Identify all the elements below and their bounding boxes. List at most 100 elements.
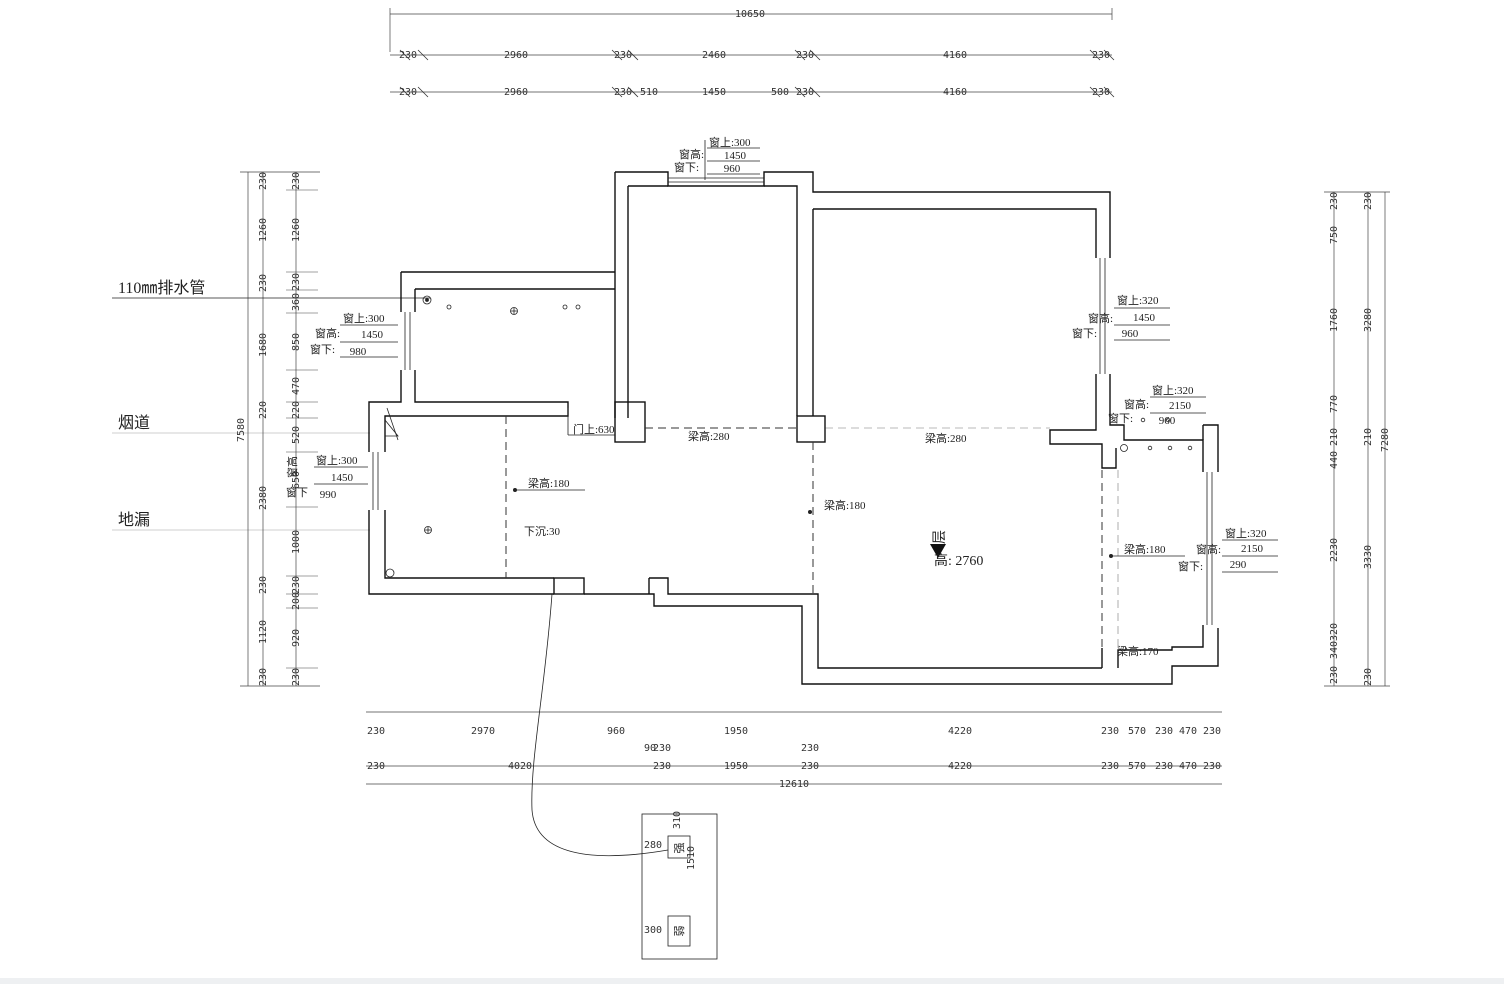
- strong-box-label: 强: [674, 843, 686, 854]
- bot-r2-8: 230: [1155, 761, 1173, 772]
- wlu-d: 980: [350, 346, 367, 358]
- right-o-2: 210: [1363, 428, 1374, 446]
- wll-h-label: 窗高: [285, 456, 299, 478]
- bot-r2-6: 230: [1101, 761, 1119, 772]
- level-triangle-icon: [930, 544, 946, 558]
- left-o-4: 220: [258, 401, 269, 419]
- beam-lines: [505, 416, 1119, 648]
- bot-r1-1: 2970: [471, 726, 495, 737]
- beam-280-b: 梁高:280: [925, 431, 967, 445]
- walls: [368, 171, 1219, 685]
- top-r2-3: 510: [640, 87, 658, 98]
- wru-up: 窗上:320: [1117, 293, 1159, 307]
- left-o-0: 230: [258, 172, 269, 190]
- top-r2-6: 230: [796, 87, 814, 98]
- wt-h-label: 窗高:: [679, 147, 704, 161]
- bot-r2-0: 230: [367, 761, 385, 772]
- bot-r1-2: 960: [607, 726, 625, 737]
- right-i-3: 770: [1329, 395, 1340, 413]
- left-i-4: 850: [291, 333, 302, 351]
- left-o-2: 230: [258, 274, 269, 292]
- beam-170: 梁高:170: [1117, 644, 1159, 658]
- top-r1-0: 230: [399, 50, 417, 61]
- wru-h-label: 窗高:: [1088, 311, 1113, 325]
- window-right-upper-annotation: 窗上:320 窗高: 1450 窗下: 960: [1072, 293, 1170, 341]
- right-i-0: 230: [1329, 192, 1340, 210]
- top-r2-1: 2960: [504, 87, 528, 98]
- right-dimension-total: 7280: [1380, 192, 1391, 686]
- flue-label: 烟道: [118, 414, 150, 432]
- column-west: [614, 401, 646, 443]
- wll-d: 990: [320, 489, 337, 501]
- floor-height-value: 高: 2760: [934, 552, 983, 569]
- right-o-1: 3280: [1363, 308, 1374, 332]
- wru-h: 1450: [1133, 312, 1156, 324]
- bot-r2-7: 570: [1128, 761, 1146, 772]
- top-r1-2: 230: [614, 50, 632, 61]
- wru-d-label: 窗下:: [1072, 326, 1097, 340]
- wrm-d-label: 窗下:: [1108, 411, 1133, 425]
- window-left-lower-annotation: 窗上:300 窗高 1450 窗下 990: [285, 453, 368, 501]
- floor-height-marker: 层 高: 2760: [930, 530, 983, 569]
- bot-r1-3: 90: [644, 743, 656, 754]
- left-i-13: 230: [291, 668, 302, 686]
- left-o-7: 1120: [258, 620, 269, 644]
- left-o-1: 1260: [258, 218, 269, 242]
- beam-180-c: 梁高:180: [1124, 542, 1166, 556]
- left-o-6: 230: [258, 576, 269, 594]
- left-i-7: 520: [291, 426, 302, 444]
- right-o-0: 230: [1363, 192, 1374, 210]
- bot-r1-0: 230: [367, 726, 385, 737]
- right-i-7: 340: [1329, 641, 1340, 659]
- left-o-8: 230: [258, 668, 269, 686]
- box-280: 280: [644, 840, 662, 851]
- top-total-label: 10650: [735, 9, 765, 20]
- left-i-8: 650: [291, 471, 302, 489]
- left-o-3: 1680: [258, 333, 269, 357]
- top-r2-4: 1450: [702, 87, 726, 98]
- top-r1-4: 230: [796, 50, 814, 61]
- right-i-2: 1760: [1329, 308, 1340, 332]
- wrl-d: 290: [1230, 559, 1247, 571]
- right-i-1: 750: [1329, 226, 1340, 244]
- window-openings: [372, 177, 1213, 625]
- bot-r1-12: 230: [1203, 726, 1221, 737]
- box-300: 300: [644, 925, 662, 936]
- wrl-up: 窗上:320: [1225, 526, 1267, 540]
- wru-d: 960: [1122, 328, 1139, 340]
- right-i-5: 440: [1329, 451, 1340, 469]
- top-r1-6: 230: [1092, 50, 1110, 61]
- sink-label: 下沉:30: [524, 525, 561, 538]
- wrl-h: 2150: [1241, 543, 1264, 555]
- right-i-8: 320: [1329, 623, 1340, 641]
- bottom-dimension-total: 12610: [366, 779, 1222, 790]
- top-dimension-row-1: 230 2960 230 2460 230 4160 230: [390, 49, 1115, 61]
- bot-r2-10: 230: [1203, 761, 1221, 772]
- top-r2-8: 230: [1092, 87, 1110, 98]
- bot-r2-4: 230: [801, 761, 819, 772]
- wt-up: 窗上:300: [709, 135, 751, 149]
- bottom-strip: [0, 978, 1504, 984]
- door-top-label: 门上:630: [573, 422, 615, 436]
- bot-r2-2: 230: [653, 761, 671, 772]
- floor-height-label: 层: [933, 530, 948, 544]
- window-right-lower-annotation: 窗上:320 窗高: 2150 窗下: 290: [1178, 526, 1278, 573]
- bot-r2-5: 4220: [948, 761, 972, 772]
- left-i-1: 1260: [291, 218, 302, 242]
- left-i-0: 230: [291, 172, 302, 190]
- beam-280-a: 梁高:280: [688, 429, 730, 443]
- bot-r2-3: 1950: [724, 761, 748, 772]
- left-dimension-outer: 230 1260 230 1680 220 2380 230 1120 230: [258, 172, 269, 686]
- bottom-total-label: 12610: [779, 779, 809, 790]
- wt-d: 960: [724, 163, 741, 175]
- top-dimension-total: 10650: [389, 8, 1113, 52]
- floor-drain-label: 地漏: [118, 511, 150, 529]
- beam-180-b: 梁高:180: [824, 498, 866, 512]
- electrical-box: 强 弱 310 280 1510 300: [531, 593, 718, 960]
- bot-r1-7: 4220: [948, 726, 972, 737]
- beam-180-a: 梁高:180: [528, 476, 570, 490]
- top-r2-2: 230: [614, 87, 632, 98]
- top-r1-3: 2460: [702, 50, 726, 61]
- right-i-9: 230: [1329, 666, 1340, 684]
- right-dimension-inner: 230 750 1760 770 210 440 2230 340 320 23…: [1324, 191, 1390, 687]
